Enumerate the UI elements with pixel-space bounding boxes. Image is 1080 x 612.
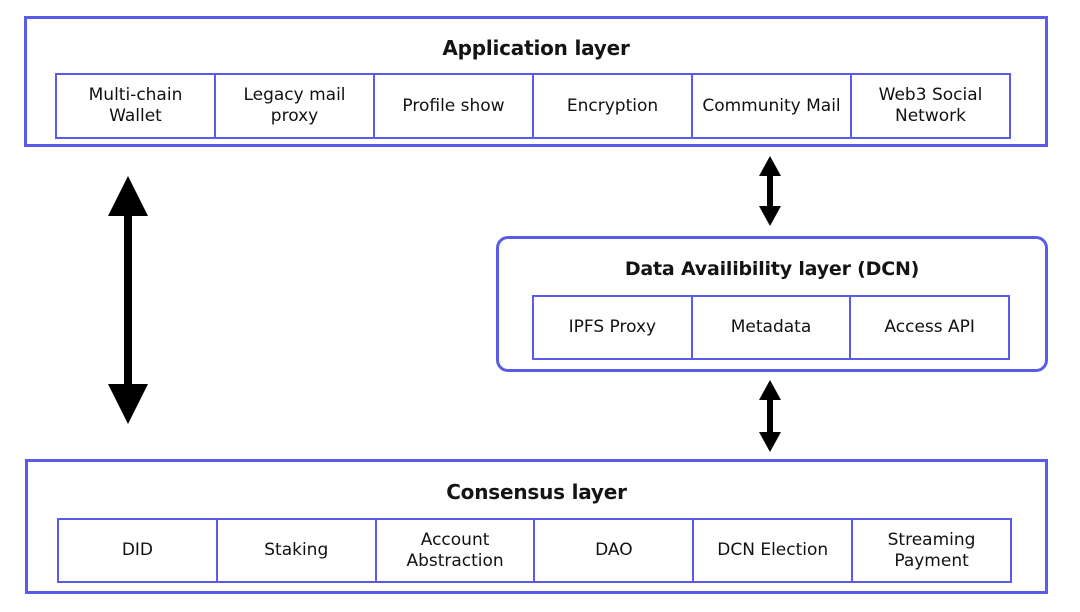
cell-dcn-election[interactable]: DCN Election xyxy=(694,520,854,581)
connector-data-availability-to-consensus xyxy=(756,380,784,452)
data-availability-layer-title: Data Availibility layer (DCN) xyxy=(624,258,920,280)
application-layer-box: Application layer Multi-chain Wallet Leg… xyxy=(24,16,1048,147)
cell-legacy-mail-proxy[interactable]: Legacy mail proxy xyxy=(216,75,375,137)
cell-multi-chain-wallet[interactable]: Multi-chain Wallet xyxy=(57,75,216,137)
cell-community-mail[interactable]: Community Mail xyxy=(693,75,852,137)
cell-encryption[interactable]: Encryption xyxy=(534,75,693,137)
arrowhead-down-icon xyxy=(759,432,781,452)
arrowhead-down-icon xyxy=(759,206,781,226)
connector-application-to-consensus xyxy=(104,176,152,424)
arrow-shaft xyxy=(767,172,773,212)
data-availability-layer-cell-row: IPFS Proxy Metadata Access API xyxy=(532,295,1010,360)
data-availability-layer-box: Data Availibility layer (DCN) IPFS Proxy… xyxy=(496,236,1048,372)
application-layer-cell-row: Multi-chain Wallet Legacy mail proxy Pro… xyxy=(55,73,1011,139)
cell-staking[interactable]: Staking xyxy=(218,520,377,581)
arrow-shaft xyxy=(767,396,773,438)
connector-application-to-data-availability xyxy=(756,156,784,226)
arrowhead-down-icon xyxy=(108,384,148,424)
cell-access-api[interactable]: Access API xyxy=(884,317,975,338)
consensus-layer-box: Consensus layer DID Staking Account Abst… xyxy=(25,459,1048,594)
consensus-layer-title: Consensus layer xyxy=(446,480,627,504)
cell-account-abstraction[interactable]: Account Abstraction xyxy=(377,520,536,581)
application-layer-title: Application layer xyxy=(442,36,630,60)
cell-profile-show[interactable]: Profile show xyxy=(375,75,534,137)
cell-ipfs-proxy[interactable]: IPFS Proxy xyxy=(534,297,693,358)
arrow-shaft xyxy=(124,210,132,390)
arrowhead-up-icon xyxy=(759,156,781,176)
arrowhead-up-icon xyxy=(108,176,148,216)
cell-metadata[interactable]: Metadata xyxy=(693,297,852,358)
cell-dao[interactable]: DAO xyxy=(535,520,695,581)
arrowhead-up-icon xyxy=(759,380,781,400)
cell-did[interactable]: DID xyxy=(59,520,218,581)
consensus-layer-cell-row: DID Staking Account Abstraction DAO DCN … xyxy=(57,518,1012,583)
cell-streaming-payment[interactable]: Streaming Payment xyxy=(887,529,976,571)
cell-web3-social-network[interactable]: Web3 Social Network xyxy=(878,85,983,126)
